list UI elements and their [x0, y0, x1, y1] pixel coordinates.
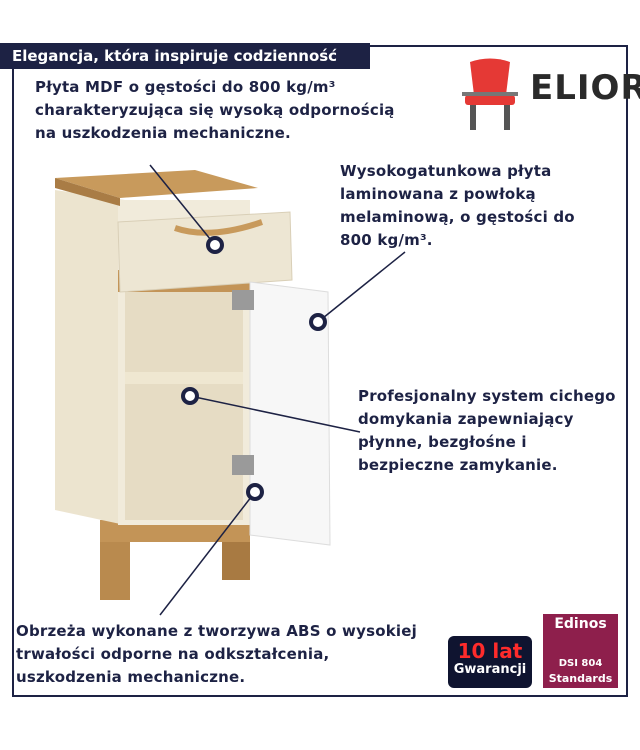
hinge-bottom [232, 455, 254, 475]
warranty-badge: 10 lat Gwarancji [448, 636, 532, 688]
edinos-label: Standards [548, 672, 613, 685]
edinos-name: Edinos [554, 616, 607, 632]
callout-laminate: Wysokogatunkowa płyta laminowana z powło… [340, 162, 575, 249]
callout-mdf: Płyta MDF o gęstości do 800 kg/m³ charak… [35, 78, 395, 142]
cabinet-interior [125, 290, 243, 520]
warranty-years: 10 lat [457, 639, 523, 663]
edinos-badge: Edinos DSI 804 Standards [543, 614, 618, 688]
marker-drawer [206, 236, 224, 254]
leader-mdf [149, 164, 216, 246]
cabinet-top [55, 170, 258, 198]
cabinet-door [249, 281, 331, 546]
marker-shelf [181, 387, 199, 405]
leader-edges [159, 491, 256, 616]
callout-edges: Obrzeża wykonane z tworzywa ABS o wysoki… [16, 622, 417, 686]
cabinet-side [55, 190, 125, 525]
edinos-code: DSI 804 [558, 658, 603, 669]
marker-bottom [246, 483, 264, 501]
leader-hinges [189, 395, 361, 433]
chair-logo-icon [462, 58, 518, 130]
brand-logo: ELIOR [530, 68, 640, 108]
tagline-banner: Elegancja, która inspiruje codzienność [0, 43, 370, 69]
leg-rail [100, 520, 250, 542]
cabinet-top-edge [55, 178, 120, 206]
warranty-label: Gwarancji [453, 662, 527, 677]
drawer-handle [174, 219, 263, 236]
drawer-front [117, 211, 293, 293]
cabinet-shelf [125, 372, 243, 384]
hinge-top [232, 290, 254, 310]
marker-door [309, 313, 327, 331]
callout-hinges: Profesjonalny system cichego domykania z… [358, 387, 616, 474]
leader-laminate [317, 251, 406, 323]
